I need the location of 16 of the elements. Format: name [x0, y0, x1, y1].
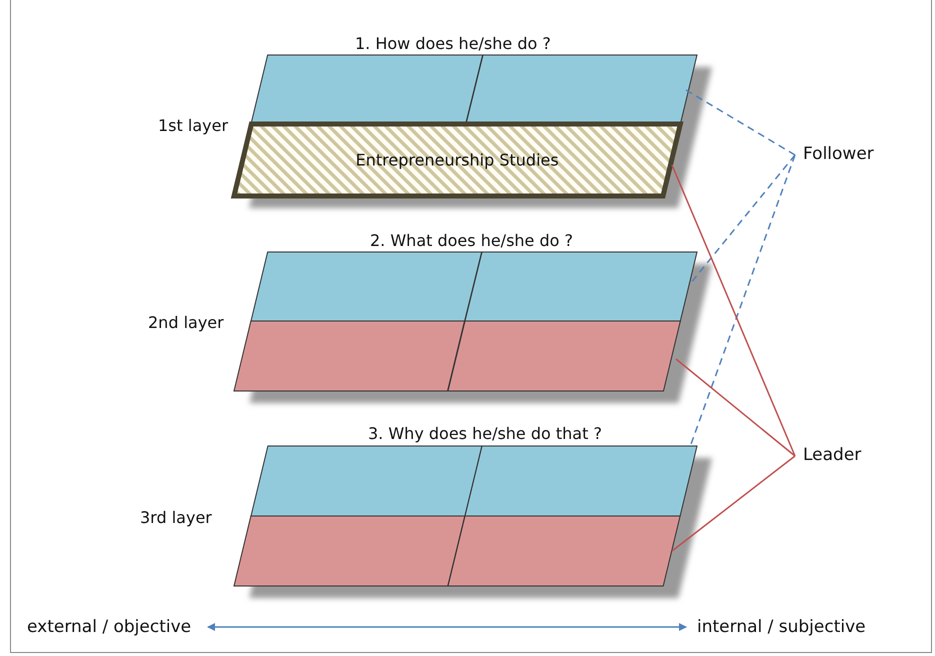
band-label: Entrepreneurship Studies: [356, 150, 559, 170]
layer-label: 3rd layer: [140, 508, 212, 527]
node-label: external / objective: [27, 617, 192, 637]
connector-line: [672, 455, 796, 552]
connector-line: [671, 164, 796, 456]
question-heading: 2. What does he/she do ?: [370, 231, 573, 250]
double-arrow: [207, 623, 687, 631]
node-label: Leader: [803, 445, 862, 465]
node-label: Follower: [803, 144, 874, 164]
connector-line: [686, 89, 796, 156]
question-heading: 3. Why does he/she do that ?: [368, 424, 602, 443]
connector-line: [689, 154, 796, 284]
node-label: internal / subjective: [697, 617, 866, 637]
layer-label: 1st layer: [158, 116, 228, 135]
question-heading: 1. How does he/she do ?: [355, 34, 551, 53]
layer-label: 2nd layer: [148, 313, 224, 332]
